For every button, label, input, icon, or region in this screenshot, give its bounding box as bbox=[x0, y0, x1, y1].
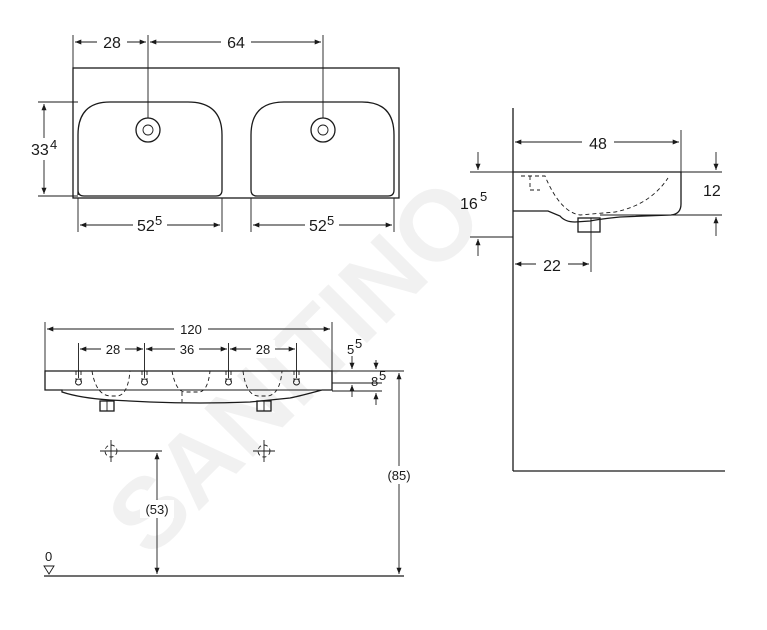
label-12: 12 bbox=[703, 183, 721, 200]
front-basin-body bbox=[44, 370, 333, 404]
supply-crosshair-left bbox=[100, 440, 122, 462]
label-52-left: 52 bbox=[137, 218, 155, 235]
top-view: 28 64 33 4 52 5 52 5 bbox=[28, 32, 400, 235]
label-16-sup: 5 bbox=[480, 189, 487, 204]
label-53: (53) bbox=[145, 502, 168, 517]
label-48: 48 bbox=[589, 136, 607, 153]
label-floor-zero: 0 bbox=[45, 549, 52, 564]
supply-crosshair-right bbox=[253, 440, 275, 462]
label-16: 16 bbox=[460, 196, 478, 213]
top-right-basin bbox=[250, 101, 395, 197]
label-120: 120 bbox=[180, 322, 202, 337]
label-52-right: 52 bbox=[309, 218, 327, 235]
label-5-sup: 5 bbox=[355, 336, 362, 351]
label-64: 64 bbox=[227, 35, 245, 52]
front-tap-marks bbox=[75, 371, 300, 386]
side-drain bbox=[577, 217, 601, 233]
label-5: 5 bbox=[347, 342, 354, 357]
label-8-sup: 5 bbox=[379, 368, 386, 383]
label-8: 8 bbox=[371, 374, 378, 389]
label-28-front-right: 28 bbox=[256, 342, 270, 357]
label-28-front-left: 28 bbox=[106, 342, 120, 357]
label-33: 33 bbox=[31, 142, 49, 159]
label-85: (85) bbox=[387, 468, 410, 483]
tap-hole-right bbox=[310, 117, 336, 143]
top-view-outline bbox=[72, 67, 400, 199]
label-28-top: 28 bbox=[103, 35, 121, 52]
side-view: 48 22 16 5 12 bbox=[460, 108, 725, 472]
top-left-basin bbox=[77, 101, 223, 197]
label-36: 36 bbox=[180, 342, 194, 357]
floor-marker bbox=[43, 565, 55, 575]
label-33-sup: 4 bbox=[50, 137, 57, 152]
label-22: 22 bbox=[543, 258, 561, 275]
label-52-right-sup: 5 bbox=[327, 213, 334, 228]
front-view: 0 (53) (85) 120 28 36 28 bbox=[43, 320, 416, 577]
side-basin-profile bbox=[513, 171, 682, 223]
label-52-left-sup: 5 bbox=[155, 213, 162, 228]
side-basin-interior bbox=[521, 175, 669, 216]
tap-hole-left bbox=[135, 117, 161, 143]
